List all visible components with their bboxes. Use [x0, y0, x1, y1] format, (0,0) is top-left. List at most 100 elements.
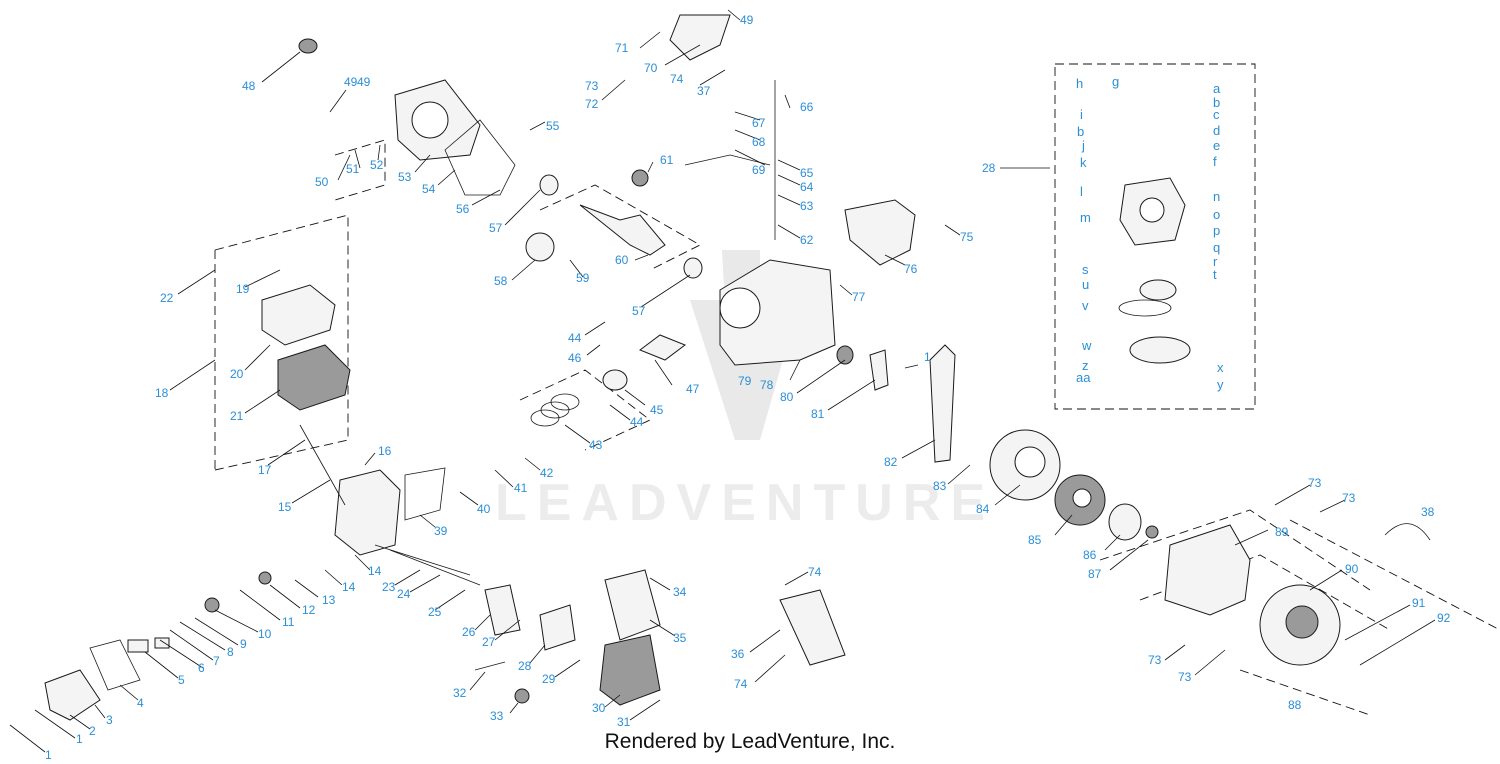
- callout-74[interactable]: 74: [734, 677, 748, 691]
- carb-label-j[interactable]: j: [1081, 138, 1085, 153]
- callout-63[interactable]: 63: [800, 199, 814, 213]
- callout-75[interactable]: 75: [960, 230, 974, 244]
- callout-21[interactable]: 21: [230, 409, 244, 423]
- callout-25[interactable]: 25: [428, 605, 442, 619]
- callout-59[interactable]: 59: [576, 271, 590, 285]
- callout-74[interactable]: 74: [808, 565, 822, 579]
- callout-88[interactable]: 88: [1288, 698, 1302, 712]
- callout-66[interactable]: 66: [800, 100, 814, 114]
- carb-label-t[interactable]: t: [1213, 267, 1217, 282]
- callout-57[interactable]: 57: [632, 304, 646, 318]
- carb-label-a[interactable]: a: [1213, 81, 1221, 96]
- carb-label-i[interactable]: i: [1080, 107, 1083, 122]
- callout-44[interactable]: 44: [568, 331, 582, 345]
- callout-52[interactable]: 52: [370, 158, 384, 172]
- callout-45[interactable]: 45: [650, 403, 664, 417]
- callout-50[interactable]: 50: [315, 175, 329, 189]
- callout-51[interactable]: 51: [346, 162, 360, 176]
- callout-49[interactable]: 49: [740, 13, 754, 27]
- callout-49[interactable]: 49: [344, 75, 358, 89]
- carb-label-r[interactable]: r: [1213, 254, 1218, 269]
- callout-14[interactable]: 14: [342, 580, 356, 594]
- carb-label-z[interactable]: z: [1082, 358, 1089, 373]
- callout-61[interactable]: 61: [660, 153, 674, 167]
- callout-60[interactable]: 60: [615, 253, 629, 267]
- callout-38[interactable]: 38: [1421, 505, 1435, 519]
- callout-73[interactable]: 73: [1178, 670, 1192, 684]
- carb-label-m[interactable]: m: [1080, 210, 1091, 225]
- callout-34[interactable]: 34: [673, 585, 687, 599]
- callout-92[interactable]: 92: [1437, 611, 1451, 625]
- callout-2[interactable]: 2: [89, 724, 96, 738]
- callout-65[interactable]: 65: [800, 166, 814, 180]
- callout-1[interactable]: 1: [45, 748, 52, 762]
- callout-84[interactable]: 84: [976, 502, 990, 516]
- callout-89[interactable]: 89: [1275, 525, 1289, 539]
- callout-73[interactable]: 73: [1308, 476, 1322, 490]
- carb-label-g[interactable]: g: [1112, 74, 1119, 89]
- callout-64[interactable]: 64: [800, 180, 814, 194]
- callout-73[interactable]: 73: [1148, 653, 1162, 667]
- callout-16[interactable]: 16: [378, 444, 392, 458]
- callout-13[interactable]: 13: [322, 593, 336, 607]
- callout-44[interactable]: 44: [630, 415, 644, 429]
- carb-label-c[interactable]: c: [1213, 107, 1220, 122]
- callout-56[interactable]: 56: [456, 202, 470, 216]
- callout-27[interactable]: 27: [482, 635, 496, 649]
- callout-73[interactable]: 73: [1342, 491, 1356, 505]
- callout-83[interactable]: 83: [933, 479, 947, 493]
- callout-28[interactable]: 28: [982, 161, 996, 175]
- callout-86[interactable]: 86: [1083, 548, 1097, 562]
- callout-77[interactable]: 77: [852, 290, 866, 304]
- callout-47[interactable]: 47: [686, 382, 700, 396]
- callout-8[interactable]: 8: [227, 645, 234, 659]
- callout-5[interactable]: 5: [178, 673, 185, 687]
- carb-label-k[interactable]: k: [1080, 155, 1087, 170]
- callout-70[interactable]: 70: [644, 61, 658, 75]
- carb-label-f[interactable]: f: [1213, 154, 1217, 169]
- callout-17[interactable]: 17: [258, 463, 272, 477]
- callout-69[interactable]: 69: [752, 163, 766, 177]
- carb-label-s[interactable]: s: [1082, 262, 1089, 277]
- callout-90[interactable]: 90: [1345, 562, 1359, 576]
- callout-29[interactable]: 29: [542, 672, 556, 686]
- carb-label-e[interactable]: e: [1213, 138, 1220, 153]
- callout-87[interactable]: 87: [1088, 567, 1102, 581]
- callout-68[interactable]: 68: [752, 135, 766, 149]
- carb-label-b[interactable]: b: [1077, 124, 1084, 139]
- callout-32[interactable]: 32: [453, 686, 467, 700]
- callout-11[interactable]: 11: [282, 615, 295, 629]
- carb-label-u[interactable]: u: [1082, 277, 1089, 292]
- callout-30[interactable]: 30: [592, 701, 606, 715]
- carb-label-l[interactable]: l: [1080, 184, 1083, 199]
- carb-label-v[interactable]: v: [1082, 298, 1089, 313]
- callout-41[interactable]: 41: [514, 481, 528, 495]
- carb-label-q[interactable]: q: [1213, 240, 1220, 255]
- carb-label-h[interactable]: h: [1076, 76, 1083, 91]
- carb-label-x[interactable]: x: [1217, 360, 1224, 375]
- callout-74[interactable]: 74: [670, 72, 684, 86]
- callout-35[interactable]: 35: [673, 631, 687, 645]
- callout-1[interactable]: 1: [924, 350, 931, 364]
- callout-58[interactable]: 58: [494, 274, 508, 288]
- carb-label-y[interactable]: y: [1217, 377, 1224, 392]
- callout-7[interactable]: 7: [213, 654, 220, 668]
- callout-28[interactable]: 28: [518, 659, 532, 673]
- callout-80[interactable]: 80: [780, 390, 794, 404]
- callout-82[interactable]: 82: [884, 455, 898, 469]
- callout-39[interactable]: 39: [434, 524, 448, 538]
- callout-12[interactable]: 12: [302, 603, 316, 617]
- callout-1[interactable]: 1: [76, 732, 83, 746]
- callout-26[interactable]: 26: [462, 625, 476, 639]
- callout-15[interactable]: 15: [278, 500, 292, 514]
- callout-37[interactable]: 37: [697, 84, 711, 98]
- callout-42[interactable]: 42: [540, 466, 554, 480]
- carb-label-o[interactable]: o: [1213, 207, 1220, 222]
- callout-76[interactable]: 76: [904, 262, 918, 276]
- callout-46[interactable]: 46: [568, 351, 582, 365]
- carb-label-b[interactable]: b: [1213, 95, 1220, 110]
- callout-24[interactable]: 24: [397, 587, 411, 601]
- callout-49[interactable]: 49: [357, 75, 371, 89]
- carb-label-aa[interactable]: aa: [1076, 370, 1091, 385]
- callout-48[interactable]: 48: [242, 79, 256, 93]
